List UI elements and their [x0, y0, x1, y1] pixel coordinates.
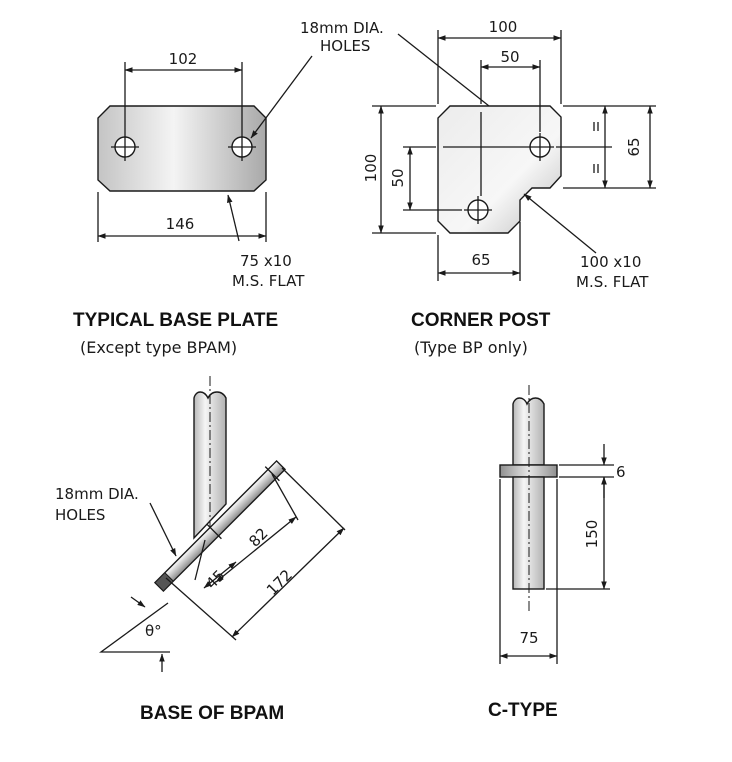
hole-left — [111, 133, 139, 161]
c-type-dim6-label: 6 — [616, 463, 626, 481]
corner-post-figure: 100 50 100 50 65 65 — [362, 18, 656, 357]
corner-material-leader — [523, 193, 597, 254]
base-plate-caption: TYPICAL BASE PLATE — [73, 310, 278, 331]
bpam-dim-172-line — [231, 527, 345, 638]
base-plate-outline — [97, 105, 267, 192]
bpam-figure: 18mm DIA. HOLES 82 45 172 θ° BASE OF BPA… — [55, 376, 346, 724]
c-type-caption: C-TYPE — [488, 700, 558, 721]
corner-hole-top — [526, 133, 554, 161]
corner-post-outline — [437, 105, 562, 234]
dim-146-label: 146 — [166, 215, 195, 233]
base-plate-material-line2: M.S. FLAT — [232, 272, 305, 290]
dim-65-bottom-label: 65 — [471, 251, 490, 269]
holes-label-line2: HOLES — [320, 37, 370, 55]
dim-102-label: 102 — [169, 50, 198, 68]
corner-material-line1: 100 x10 — [580, 253, 641, 271]
dim-100-top-label: 100 — [489, 18, 518, 36]
c-type-dim150-label: 150 — [583, 520, 601, 549]
dim-65-right-label: 65 — [625, 137, 643, 156]
dim-100-left-label: 100 — [362, 154, 380, 183]
corner-hole-bottom — [464, 196, 492, 224]
c-type-pipe-upper — [512, 397, 545, 466]
bpam-angle-label: θ° — [145, 622, 162, 640]
dim-50-top-label: 50 — [500, 48, 519, 66]
bpam-dim-ext-a — [194, 539, 206, 581]
base-plate-material-line1: 75 x10 — [240, 252, 292, 270]
c-type-figure: 6 150 75 C-TYPE — [488, 385, 626, 721]
bpam-dim-ext-c — [281, 467, 346, 531]
bpam-dim-45-label: 45 — [202, 566, 228, 592]
bpam-caption: BASE OF BPAM — [140, 703, 284, 724]
typical-base-plate-figure: 102 146 75 x10 M.S. FLAT 18mm DIA. HOLES… — [73, 19, 533, 357]
bpam-angle-triangle — [99, 602, 170, 653]
equal-marks — [593, 122, 599, 173]
bpam-dim-172-label: 172 — [263, 566, 296, 599]
bpam-pipe — [193, 391, 227, 540]
hole-right — [228, 133, 256, 161]
holes-leader-base — [250, 55, 313, 139]
dim-50-left-label: 50 — [389, 168, 407, 187]
bpam-holes-leader — [149, 502, 177, 557]
bpam-angle-arrow-top — [130, 596, 146, 608]
bpam-holes-label-line1: 18mm DIA. — [55, 485, 139, 503]
bpam-dim-ext-b — [271, 473, 299, 521]
bpam-dim-82-label: 82 — [245, 524, 271, 550]
holes-label-line1: 18mm DIA. — [300, 19, 384, 37]
bpam-holes-label-line2: HOLES — [55, 506, 105, 524]
bpam-dim-45-line — [203, 561, 237, 589]
bpam-dim-ext-d — [165, 577, 237, 641]
corner-material-line2: M.S. FLAT — [576, 273, 649, 291]
corner-post-subcaption: (Type BP only) — [414, 338, 528, 357]
c-type-dim75-label: 75 — [519, 629, 538, 647]
corner-post-caption: CORNER POST — [411, 310, 551, 331]
material-leader — [227, 194, 240, 242]
base-plate-subcaption: (Except type BPAM) — [80, 338, 237, 357]
